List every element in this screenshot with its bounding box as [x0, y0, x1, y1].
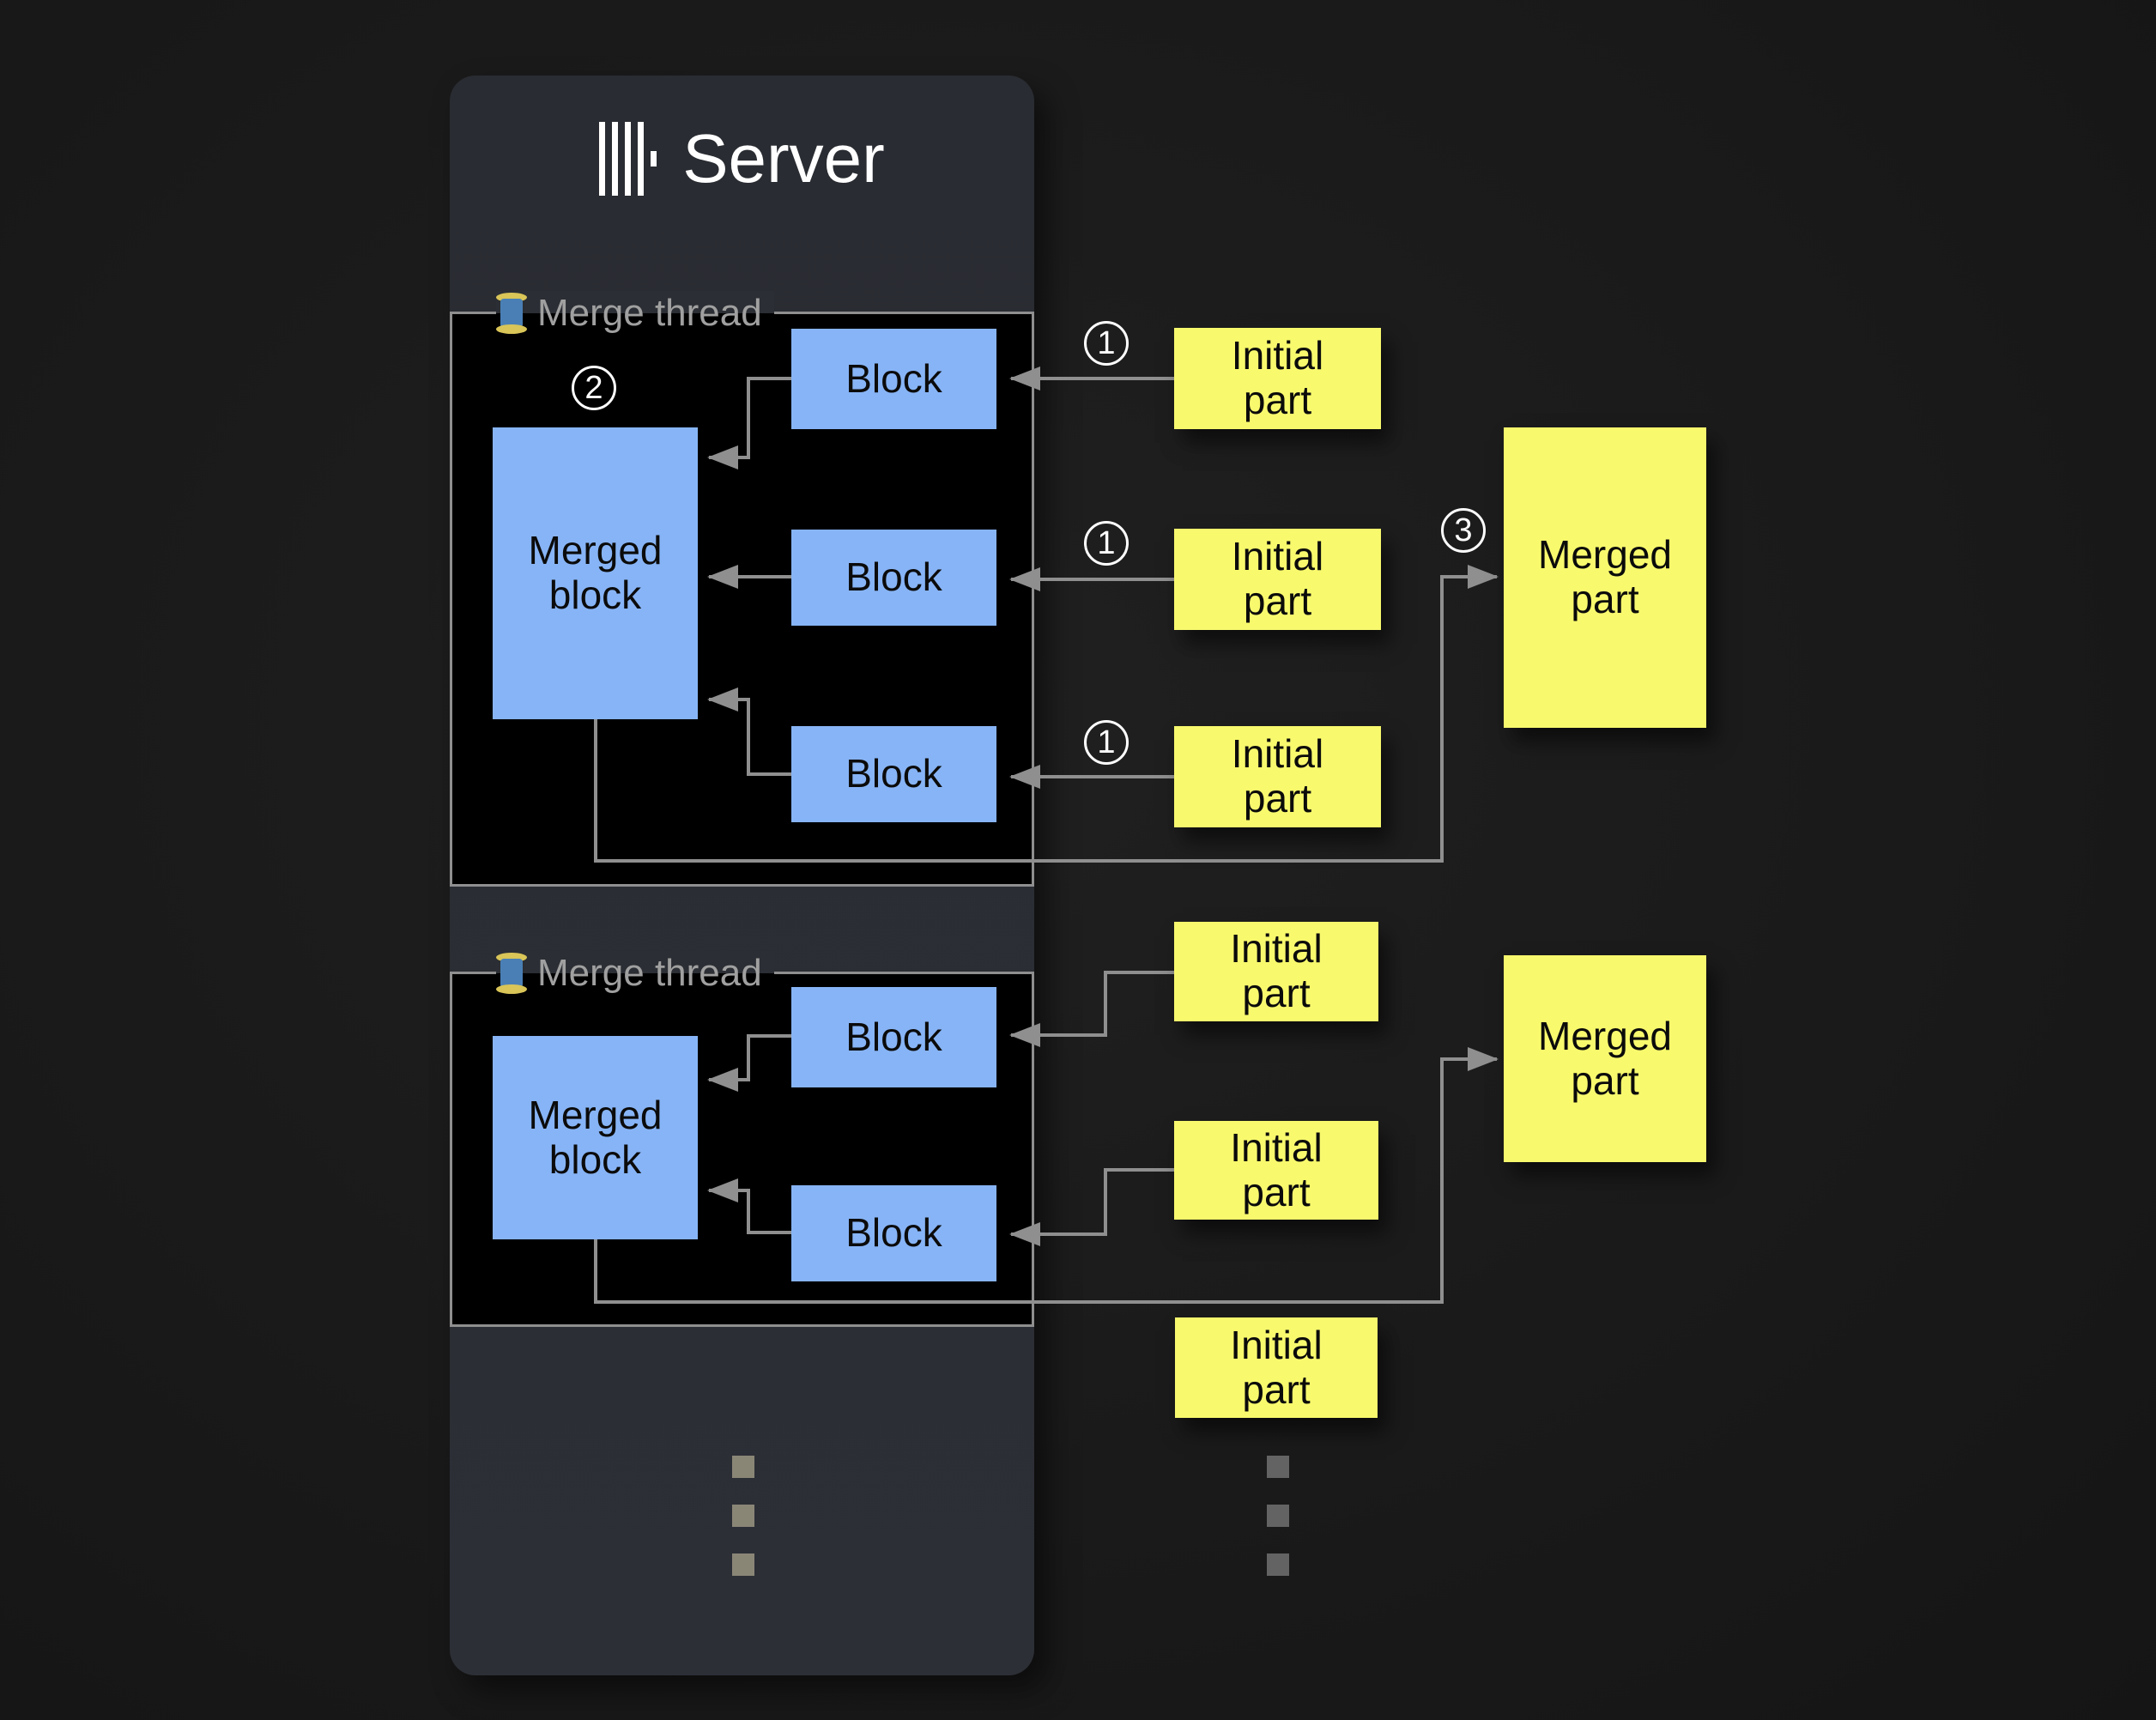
- block-2-label: Block: [845, 554, 942, 600]
- initial-part-1: Initial part: [1174, 328, 1381, 429]
- merge-thread-1-legend: Merge thread: [496, 291, 774, 336]
- ellipsis-dot: [732, 1456, 754, 1478]
- ellipsis-dot: [1267, 1553, 1289, 1576]
- merged-part-2-label: Merged part: [1538, 1013, 1672, 1103]
- wire-initial4-to-block4: [1009, 971, 1174, 1047]
- logo-bar: [612, 122, 619, 196]
- block-1: Block: [791, 329, 996, 429]
- merged-block-2: Merged block: [493, 1036, 698, 1239]
- ellipsis-dot: [1267, 1456, 1289, 1478]
- block-3-label: Block: [845, 751, 942, 796]
- merge-thread-2-legend: Merge thread: [496, 951, 774, 996]
- initial-part-6-label: Initial part: [1230, 1322, 1323, 1412]
- initial-part-1-label: Initial part: [1231, 333, 1324, 422]
- thread-spool-icon: [496, 953, 527, 994]
- merged-block-1-label: Merged block: [528, 528, 663, 617]
- block-1-label: Block: [845, 355, 942, 401]
- thread-spool-icon: [496, 293, 527, 334]
- merge-thread-2-label: Merge thread: [537, 952, 762, 994]
- initial-part-2-label: Initial part: [1231, 534, 1324, 623]
- block-4: Block: [791, 987, 996, 1087]
- merged-part-1: Merged part: [1504, 427, 1706, 728]
- ellipsis-dot: [1267, 1505, 1289, 1527]
- merged-part-1-label: Merged part: [1538, 532, 1672, 621]
- logo-bar: [638, 122, 645, 196]
- initial-part-2: Initial part: [1174, 529, 1381, 630]
- step-1-badge: 1: [1084, 521, 1129, 566]
- logo-bar-short: [651, 151, 657, 167]
- step-1-badge: 1: [1084, 321, 1129, 366]
- block-3: Block: [791, 726, 996, 822]
- initial-part-5-label: Initial part: [1230, 1124, 1323, 1214]
- wire-initial5-to-block5: [1009, 1168, 1174, 1246]
- block-2: Block: [791, 530, 996, 626]
- initial-part-3-label: Initial part: [1231, 731, 1324, 821]
- logo-bar: [625, 122, 632, 196]
- merge-thread-1-label: Merge thread: [537, 292, 762, 334]
- clickhouse-logo-icon: [599, 122, 657, 196]
- block-4-label: Block: [845, 1014, 942, 1059]
- block-5-label: Block: [845, 1210, 942, 1256]
- initial-part-4: Initial part: [1174, 922, 1378, 1021]
- ellipsis-dot: [732, 1505, 754, 1527]
- initial-part-4-label: Initial part: [1230, 926, 1323, 1015]
- server-title: Server: [682, 120, 885, 197]
- step-1-badge: 1: [1084, 720, 1129, 765]
- server-header: Server: [450, 103, 1034, 215]
- block-5: Block: [791, 1185, 996, 1281]
- merged-block-2-label: Merged block: [528, 1092, 663, 1182]
- initial-part-5: Initial part: [1174, 1121, 1378, 1220]
- logo-bar: [599, 122, 606, 196]
- initial-part-6: Initial part: [1175, 1317, 1378, 1418]
- merged-block-1: Merged block: [493, 427, 698, 719]
- step-3-badge: 3: [1441, 508, 1486, 553]
- merged-part-2: Merged part: [1504, 955, 1706, 1162]
- step-2-badge: 2: [572, 366, 616, 410]
- ellipsis-dot: [732, 1553, 754, 1576]
- initial-part-3: Initial part: [1174, 726, 1381, 827]
